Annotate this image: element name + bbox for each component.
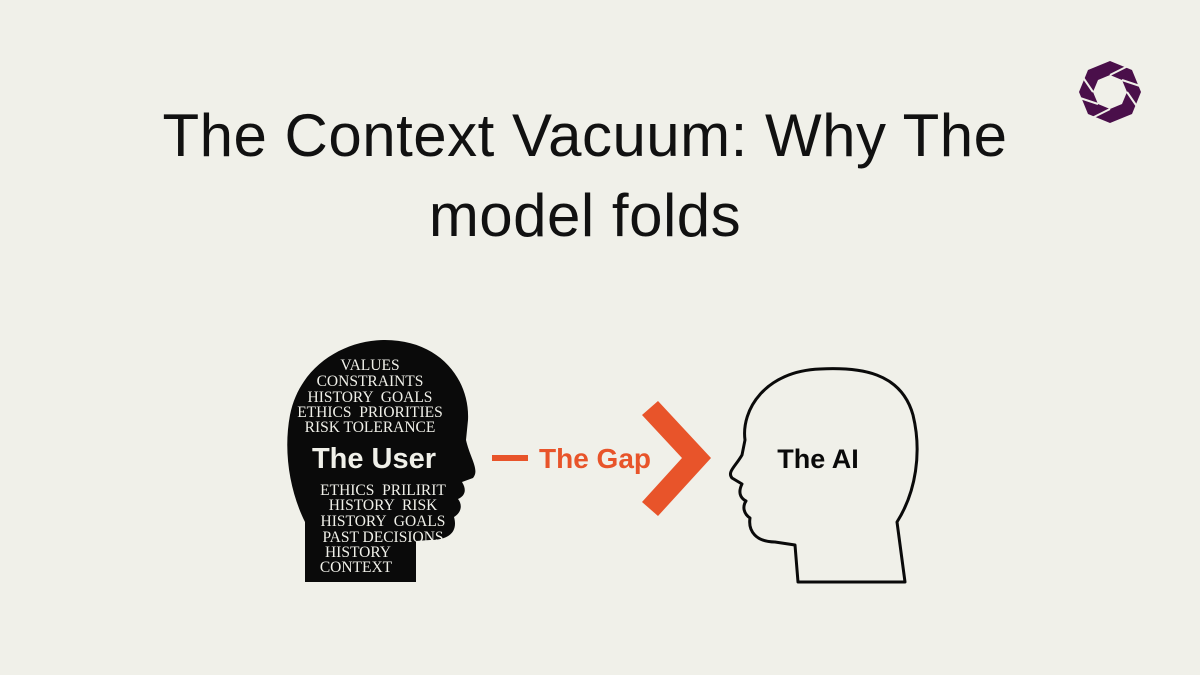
user-word: RISK TOLERANCE bbox=[305, 419, 436, 436]
user-word: HISTORY GOALS bbox=[308, 389, 433, 406]
user-word: CONTEXT bbox=[320, 559, 393, 576]
gap-label: The Gap bbox=[539, 443, 651, 474]
octagon-ring-logo-icon bbox=[1079, 61, 1141, 123]
user-word: VALUES bbox=[340, 357, 399, 374]
ai-label: The AI bbox=[777, 444, 859, 474]
user-head-silhouette-icon bbox=[287, 340, 476, 582]
title-line-2: model folds bbox=[428, 182, 742, 249]
page-title: The Context Vacuum: Why The model folds bbox=[60, 96, 1110, 256]
user-label: The User bbox=[312, 443, 436, 475]
ai-head-outline-icon bbox=[728, 367, 919, 584]
gap-dash bbox=[492, 455, 528, 461]
user-word: ETHICS PRIORITIES bbox=[297, 404, 443, 421]
user-word: HISTORY bbox=[325, 544, 391, 561]
user-word: HISTORY GOALS bbox=[321, 513, 446, 530]
user-word: ETHICS PRILIRIT bbox=[320, 482, 446, 499]
user-head: VALUES CONSTRAINTS HISTORY GOALS ETHICS … bbox=[287, 340, 476, 582]
user-word: CONSTRAINTS bbox=[317, 373, 424, 390]
user-word: HISTORY RISK bbox=[329, 497, 438, 514]
gap-arrow: The Gap bbox=[492, 401, 711, 516]
ai-head: The AI bbox=[728, 367, 919, 584]
title-line-1: The Context Vacuum: Why The bbox=[162, 102, 1008, 169]
user-word: PAST DECISIONS bbox=[322, 529, 443, 546]
chevron-right-icon bbox=[642, 401, 711, 516]
